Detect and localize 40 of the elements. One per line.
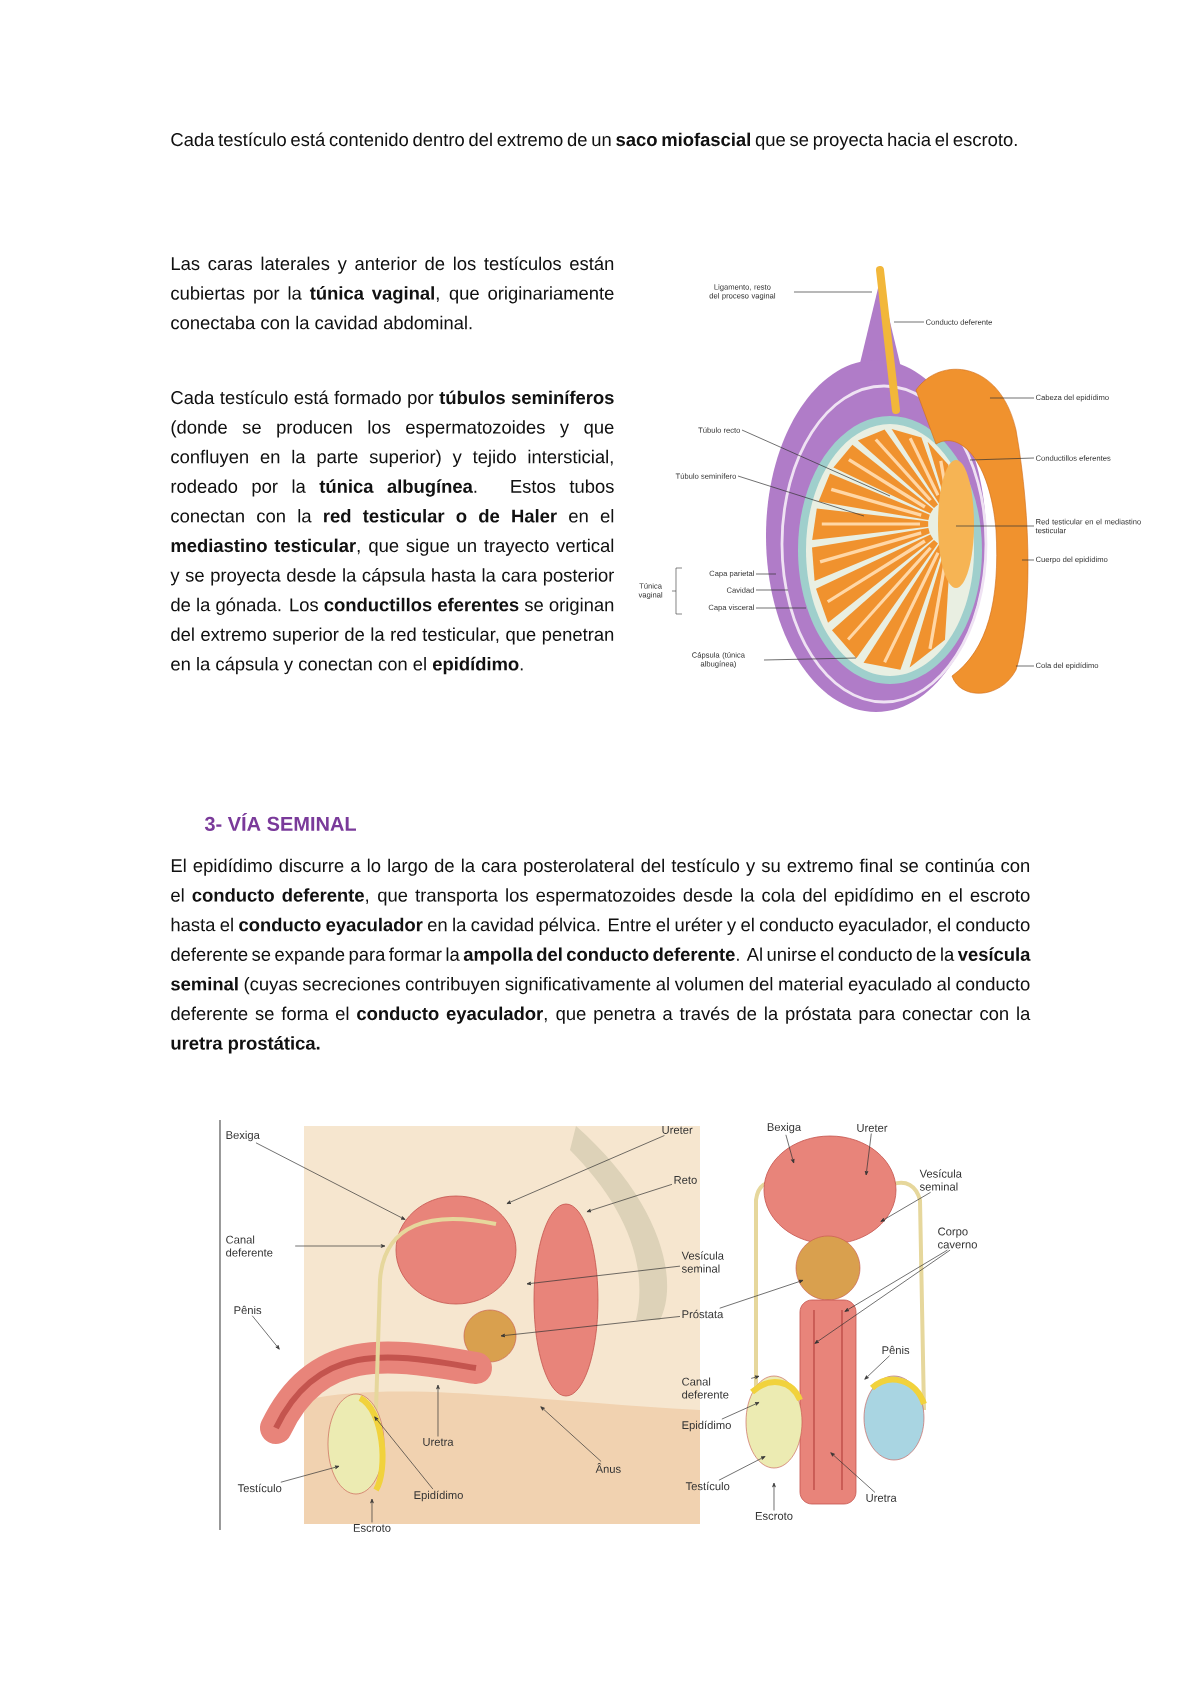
leader-line [374, 1416, 434, 1490]
leader-line [721, 1402, 760, 1420]
leader-line [814, 1249, 951, 1344]
leader-line [893, 321, 925, 323]
section-heading: 3- VÍA SEMINAL [204, 813, 356, 831]
leader-line [506, 1135, 665, 1204]
leader-line [989, 397, 1035, 399]
leader-line [830, 1452, 876, 1493]
paragraph: Las caras laterales y anterior de los testículos están cubiertas por la túnica vaginal, que originariamente conectaba con la cavidad abdominal. [171, 256, 614, 330]
leader-line [755, 607, 807, 609]
leader-line [251, 1315, 280, 1350]
leader-line [864, 1133, 872, 1176]
leader-line [844, 1249, 948, 1312]
paragraph: El epidídimo discurre a lo largo de la cara posterolateral del testículo y su extremo final se continúa con el conducto deferente, que transporta los espermatozoides desde la cola del epidídimo en el escroto hasta el conducto eyaculador en la cavidad pélvica. Entre el uréter y el conducto eyaculador, el conducto deferente se expande para formar la ampolla del conducto deferente. Al unirse el conducto de la vesícula seminal (cuyas secreciones contribuyen significativamente al volumen del material eyaculado al conducto deferente se forma el conducto eyaculador, que penetra a través de la próstata para conectar con la uretra prostática. [171, 858, 1031, 1054]
leader-line [370, 1498, 374, 1523]
leader-line [763, 657, 857, 661]
leader-line [737, 475, 865, 517]
paragraph: Cada testículo está contenido dentro del extremo de un saco miofascial que se proyecta hacia el escroto. [171, 132, 1017, 150]
leader-line [755, 589, 789, 591]
paragraph: Cada testículo está formado por túbulos seminíferos (donde se producen los espermatozoides y que confluyen en la parte superior) y tejido intersticial, rodeado por la túnica albugínea. Estos tubos conectan con la red testicular o de Haler en el mediastino testicular, que sigue un trayecto vertical y se proyecta desde la cápsula hasta la cara posterior de la gónada. Los conductillos eferentes se originan del extremo superior de la red testicular, que penetran en la cápsula y conectan con el epidídimo. [170, 390, 614, 675]
leader-line [880, 1191, 931, 1222]
leader-line [864, 1355, 890, 1380]
leader-line [500, 1316, 681, 1338]
leader-line [772, 1482, 776, 1511]
leader-line [586, 1184, 673, 1213]
leader-line [755, 573, 777, 575]
leader-line [526, 1265, 681, 1286]
leader-line [294, 1244, 386, 1248]
leader-line [718, 1456, 766, 1481]
leader-line [785, 1134, 795, 1164]
leader-line [1015, 665, 1035, 667]
leader-line [719, 1279, 804, 1309]
leader-line [793, 291, 873, 293]
leader-line [540, 1406, 602, 1462]
leader-line [255, 1142, 406, 1220]
leader-line [1021, 559, 1035, 561]
leader-line [955, 525, 1035, 527]
leader-line [750, 1375, 760, 1379]
leader-line [741, 429, 891, 497]
leader-line [436, 1384, 440, 1437]
